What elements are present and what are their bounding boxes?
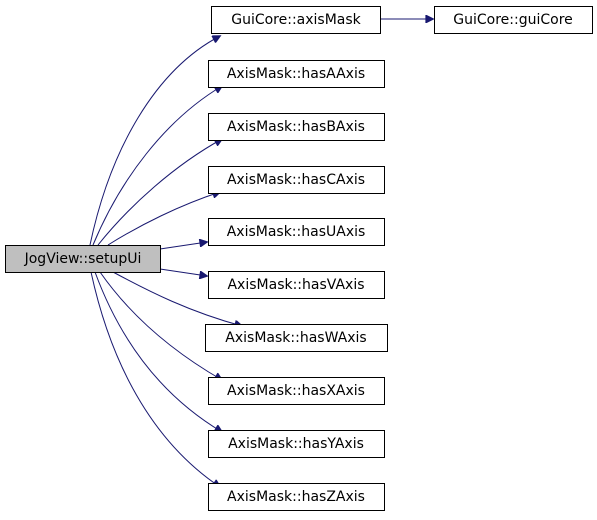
node-hasbaxis-box <box>208 113 385 141</box>
node-guicore-fn-label: GuiCore::guiCore <box>453 12 573 28</box>
edge-setupui-haswaxis <box>112 271 242 326</box>
node-hasaaxis[interactable]: AxisMask::hasAAxis <box>208 60 385 88</box>
node-haszaxis-label: AxisMask::hasZAxis <box>227 489 365 505</box>
node-hasuaxis-box <box>208 218 385 246</box>
node-hasxaxis-box <box>208 377 385 405</box>
edge-setupui-hasuaxis <box>159 242 207 250</box>
node-root-box <box>5 245 161 273</box>
node-hasyaxis[interactable]: AxisMask::hasYAxis <box>208 430 385 458</box>
node-root-label: JogView::setupUi <box>24 251 142 267</box>
node-hasxaxis-label: AxisMask::hasXAxis <box>227 383 365 399</box>
node-guicore-fn[interactable]: GuiCore::guiCore <box>434 6 593 34</box>
node-hasxaxis[interactable]: AxisMask::hasXAxis <box>208 377 385 405</box>
edge-setupui-hasyaxis <box>94 271 222 432</box>
node-haswaxis-label: AxisMask::hasWAxis <box>225 330 366 346</box>
edge-setupui-haszaxis <box>90 271 220 487</box>
node-haszaxis-box <box>208 483 385 511</box>
node-hasaaxis-label: AxisMask::hasAAxis <box>227 66 365 82</box>
node-axismask-fn[interactable]: GuiCore::axisMask <box>211 6 381 34</box>
node-hasaaxis-box <box>208 60 385 88</box>
node-hascaxis-box <box>208 166 385 194</box>
node-haswaxis[interactable]: AxisMask::hasWAxis <box>205 324 388 352</box>
edge-setupui-hasxaxis <box>99 271 222 380</box>
node-root[interactable]: JogView::setupUi <box>5 245 161 273</box>
edge-setupui-hasbaxis <box>97 139 222 246</box>
node-hasvaxis-label: AxisMask::hasVAxis <box>227 277 364 293</box>
node-hascaxis-label: AxisMask::hasCAxis <box>227 172 365 188</box>
node-haswaxis-box <box>205 324 388 352</box>
node-axismask-fn-label: GuiCore::axisMask <box>231 12 361 28</box>
node-axismask-fn-box <box>211 6 381 34</box>
node-hasvaxis[interactable]: AxisMask::hasVAxis <box>208 271 385 299</box>
edges <box>89 19 433 487</box>
edge-setupui-hasaaxis <box>92 86 222 246</box>
node-hasbaxis[interactable]: AxisMask::hasBAxis <box>208 113 385 141</box>
edge-setupui-hasvaxis <box>159 268 207 276</box>
node-hasuaxis-label: AxisMask::hasUAxis <box>227 224 366 240</box>
node-haszaxis[interactable]: AxisMask::hasZAxis <box>208 483 385 511</box>
node-hasvaxis-box <box>208 271 385 299</box>
edge-setupui-hascaxis <box>107 192 220 246</box>
node-hasbaxis-label: AxisMask::hasBAxis <box>227 119 365 135</box>
edge-setupui-axismask <box>89 36 220 246</box>
node-hascaxis[interactable]: AxisMask::hasCAxis <box>208 166 385 194</box>
node-guicore-fn-box <box>434 6 593 34</box>
node-hasyaxis-label: AxisMask::hasYAxis <box>228 436 364 452</box>
node-hasuaxis[interactable]: AxisMask::hasUAxis <box>208 218 385 246</box>
node-hasyaxis-box <box>208 430 385 458</box>
